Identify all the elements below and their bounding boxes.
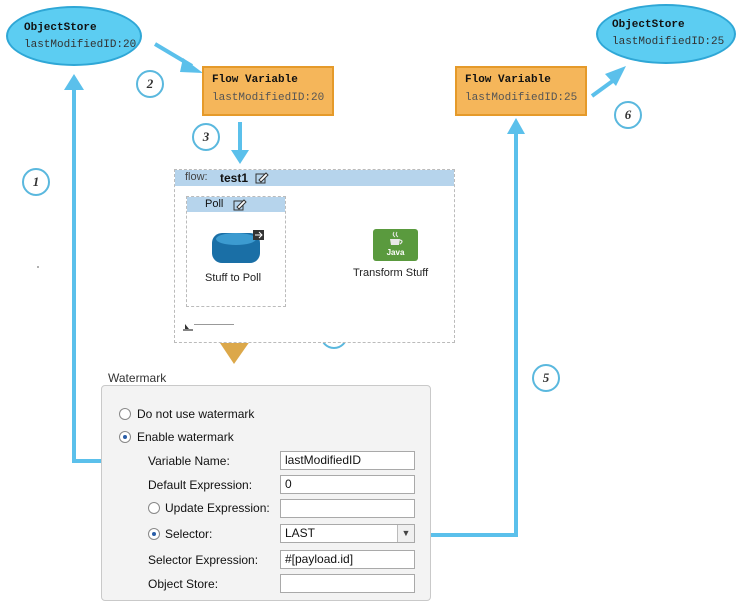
arrow-3-head: [231, 150, 249, 164]
step-marker-1: 1: [22, 168, 50, 196]
step-marker-5: 5: [532, 364, 560, 392]
poll-scope: Poll Stuff to Poll: [186, 196, 286, 307]
selector-expression-label: Selector Expression:: [148, 553, 259, 567]
object-store-left: ObjectStore lastModifiedID:20: [6, 6, 142, 66]
radio-no-watermark[interactable]: [119, 408, 131, 420]
transform-label: Transform Stuff: [353, 267, 429, 279]
enable-watermark-label: Enable watermark: [137, 430, 234, 444]
radio-update-expression[interactable]: [148, 502, 160, 514]
update-expression-label: Update Expression:: [165, 501, 270, 515]
step-marker-2: 2: [136, 70, 164, 98]
object-store-left-value: lastModifiedID:20: [24, 39, 137, 51]
flow-name: test1: [220, 171, 249, 185]
flow-variable-left: Flow Variable lastModifiedID:20: [202, 66, 334, 116]
flow-edit-icon[interactable]: [255, 171, 269, 185]
selector-expression-field[interactable]: #[payload.id]: [280, 550, 415, 569]
flow-variable-left-value: lastModifiedID:20: [212, 92, 325, 104]
variable-name-field[interactable]: lastModifiedID: [280, 451, 415, 470]
flow-variable-right-title: Flow Variable: [465, 74, 551, 86]
flow-variable-left-title: Flow Variable: [212, 74, 298, 86]
default-expression-field[interactable]: 0: [280, 475, 415, 494]
poll-header: Poll: [187, 197, 285, 212]
poll-component-label: Stuff to Poll: [205, 272, 262, 284]
update-expression-field[interactable]: [280, 499, 415, 518]
selector-dropdown[interactable]: LAST ▼: [280, 524, 415, 543]
poll-name: Poll: [205, 198, 224, 210]
selector-label: Selector:: [165, 527, 213, 541]
chevron-down-icon[interactable]: ▼: [397, 525, 414, 542]
stray-dot: [37, 266, 39, 268]
object-store-label: Object Store:: [148, 577, 219, 591]
java-icon[interactable]: Java: [373, 229, 418, 261]
flow-variable-right: Flow Variable lastModifiedID:25: [455, 66, 587, 116]
flow-header: flow: test1: [175, 170, 454, 186]
database-icon[interactable]: [211, 230, 265, 266]
no-watermark-label: Do not use watermark: [137, 407, 255, 421]
java-cup-icon: [390, 231, 403, 245]
step-marker-3: 3: [192, 123, 220, 151]
default-expression-label: Default Expression:: [148, 478, 253, 492]
watermark-title: Watermark: [108, 371, 167, 385]
flow-footer-line: [194, 324, 234, 325]
radio-enable-watermark[interactable]: [119, 431, 131, 443]
arrow-5-line: [418, 132, 518, 537]
object-store-right: ObjectStore lastModifiedID:25: [596, 4, 736, 64]
arrow-6-line: [590, 78, 616, 98]
flow-collapse-icon[interactable]: [182, 321, 194, 331]
java-icon-label: Java: [386, 248, 405, 257]
arrow-1-head: [64, 74, 84, 90]
flow-prefix: flow:: [185, 171, 208, 183]
arrow-6-head: [605, 66, 626, 86]
arrow-5-head: [507, 118, 525, 134]
flow-variable-right-value: lastModifiedID:25: [465, 92, 578, 104]
arrow-2-head: [180, 58, 203, 73]
poll-edit-icon[interactable]: [233, 198, 247, 211]
step-marker-6: 6: [614, 101, 642, 129]
object-store-right-title: ObjectStore: [612, 19, 685, 31]
object-store-field[interactable]: [280, 574, 415, 593]
object-store-left-title: ObjectStore: [24, 22, 97, 34]
object-store-right-value: lastModifiedID:25: [612, 36, 725, 48]
radio-selector[interactable]: [148, 528, 160, 540]
variable-name-label: Variable Name:: [148, 454, 230, 468]
selector-value: LAST: [285, 526, 316, 540]
